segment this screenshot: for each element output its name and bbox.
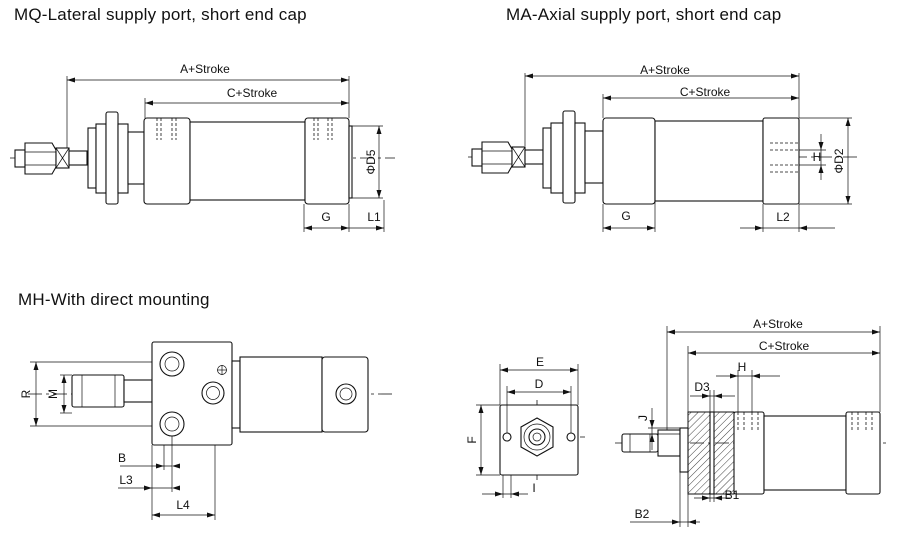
section-h-label: H: [738, 360, 747, 374]
ma-a-stroke-label: A+Stroke: [640, 63, 690, 77]
mq-d5-label: ΦD5: [364, 149, 378, 174]
section-d3-label: D3: [694, 380, 710, 394]
section-j-label: J: [636, 415, 650, 421]
ma-l2-label: L2: [776, 210, 790, 224]
ma-cylinder-drawing: [468, 73, 860, 232]
flange-d-label: D: [535, 377, 544, 391]
mq-a-stroke-label: A+Stroke: [180, 62, 230, 76]
mh-title: MH-With direct mounting: [18, 290, 210, 309]
section-b2-label: B2: [635, 507, 650, 521]
mh-m-label: M: [46, 389, 60, 399]
flange-f-label: F: [465, 436, 479, 443]
section-b1-label: B1: [725, 488, 740, 502]
flange-front-view: [476, 364, 585, 498]
mq-cylinder-drawing: [10, 76, 395, 232]
section-a-stroke-label: A+Stroke: [753, 317, 803, 331]
mh-l3-label: L3: [119, 473, 133, 487]
mh-cylinder-drawing: [28, 341, 395, 520]
mq-g-label: G: [321, 210, 330, 224]
flange-i-label: I: [532, 481, 535, 495]
ma-g-label: G: [621, 209, 630, 223]
mq-l1-label: L1: [367, 210, 381, 224]
mq-title: MQ-Lateral supply port, short end cap: [14, 5, 307, 24]
ma-d2-label: ΦD2: [832, 148, 846, 173]
mq-c-stroke-label: C+Stroke: [227, 86, 278, 100]
ma-h-label: H: [813, 150, 822, 164]
mh-b-label: B: [118, 451, 126, 465]
mh-l4-label: L4: [176, 498, 190, 512]
ma-c-stroke-label: C+Stroke: [680, 85, 731, 99]
flange-e-label: E: [536, 355, 544, 369]
section-c-stroke-label: C+Stroke: [759, 339, 810, 353]
ma-title: MA-Axial supply port, short end cap: [506, 5, 782, 24]
mh-r-label: R: [19, 389, 33, 398]
section-view: [615, 326, 890, 527]
